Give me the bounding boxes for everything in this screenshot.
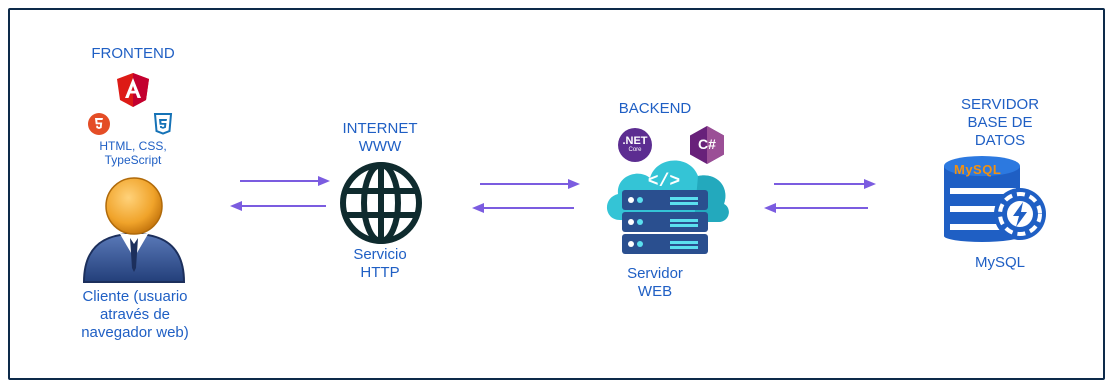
- csharp-logo-text: C#: [698, 136, 716, 152]
- dotnet-logo-text: .NET: [622, 135, 648, 147]
- backend-server-line1: Servidor: [627, 265, 683, 282]
- client-line1: Cliente (usuario: [82, 288, 188, 305]
- internet-title-line2: WWW: [358, 138, 402, 155]
- dotnet-logo: .NET Core: [618, 128, 652, 162]
- database-icon: MySQL: [942, 152, 1054, 244]
- angular-logo: [116, 72, 150, 108]
- backend-title: BACKEND: [618, 100, 692, 117]
- globe-icon: [338, 160, 424, 246]
- svg-text:</>: </>: [648, 172, 680, 192]
- database-caption: MySQL: [974, 254, 1025, 271]
- arrow-client-to-internet: [238, 174, 332, 188]
- client-line3: navegador web): [81, 324, 189, 341]
- database-title-line1: SERVIDOR: [960, 96, 1040, 113]
- internet-service-line1: Servicio: [353, 246, 407, 263]
- user-avatar-icon: [78, 172, 190, 284]
- mysql-logo-text: MySQL: [954, 162, 1002, 177]
- arrow-internet-to-backend: [478, 177, 582, 191]
- database-title-line2: BASE DE: [967, 114, 1033, 131]
- frontend-tech-line2: TypeScript: [104, 153, 162, 167]
- internet-title-line1: INTERNET: [342, 120, 418, 137]
- dotnet-logo-sub: Core: [628, 147, 642, 153]
- client-line2: através de: [99, 306, 171, 323]
- css3-logo: [151, 112, 175, 136]
- cloud-server-icon: </>: [598, 146, 734, 260]
- csharp-logo: C#: [688, 125, 726, 165]
- arrow-backend-to-database: [772, 177, 878, 191]
- arrow-internet-to-client: [228, 199, 328, 213]
- internet-service-line2: HTTP: [360, 264, 400, 281]
- frontend-title: FRONTEND: [91, 45, 175, 62]
- frontend-tech-line1: HTML, CSS,: [99, 139, 167, 153]
- database-title-line3: DATOS: [974, 132, 1026, 149]
- backend-server-line2: WEB: [637, 283, 673, 300]
- html5-logo: [87, 112, 111, 136]
- diagram-frame: [8, 8, 1105, 380]
- arrow-database-to-backend: [762, 201, 870, 215]
- arrow-backend-to-internet: [470, 201, 576, 215]
